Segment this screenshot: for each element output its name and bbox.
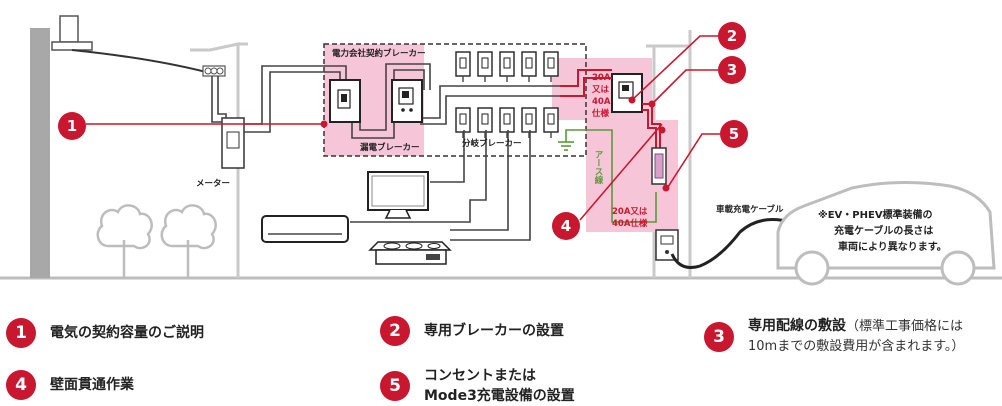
air-conditioner <box>261 215 349 243</box>
wiring-diagram: メーター 電力会社契約ブレーカー 漏電ブレーカー 分岐ブレーカー アース線 車載… <box>0 15 1002 286</box>
amp-lower-line-1: 20A又は <box>612 207 648 217</box>
branch-breaker-switch-10 <box>547 113 555 125</box>
legend-badge-3: 3 <box>704 321 734 352</box>
meter <box>221 117 245 169</box>
car-note-line-1: ※EV・PHEV標準装備の <box>818 208 933 221</box>
legend-badge-5: 5 <box>380 371 410 401</box>
ground-wire <box>558 129 657 223</box>
svg-text:3: 3 <box>727 61 737 79</box>
svg-text:2: 2 <box>727 27 737 45</box>
svg-text:5: 5 <box>729 125 739 143</box>
legend-text-3-main: 専用配線の敷設 <box>748 318 846 334</box>
branch-breaker-switch-6 <box>459 113 467 125</box>
branch-breaker-label: 分岐ブレーカー <box>462 138 522 149</box>
utility-pole <box>30 15 93 278</box>
tree-left <box>96 204 153 278</box>
leakage-breaker-label: 漏電ブレーカー <box>360 142 420 153</box>
marker-3: 3 <box>718 56 746 84</box>
branch-breaker-switch-3 <box>503 57 511 69</box>
branch-breaker-switch-1 <box>459 57 467 69</box>
amp-upper-line-1: 20A <box>592 73 611 83</box>
leakage-breaker <box>391 79 423 123</box>
marker-1: 1 <box>58 112 86 140</box>
branch-breaker-switch-4 <box>525 57 533 69</box>
legend-badge-4: 4 <box>6 370 36 400</box>
appliance-wiring <box>350 130 531 241</box>
branch-breakers <box>455 51 559 138</box>
ground-wire-label: アース線 <box>593 150 603 185</box>
meter-label: メーター <box>196 178 230 189</box>
distribution-board-outline <box>323 43 587 157</box>
car-note-line-3: 車両により異なります。 <box>838 240 947 253</box>
charging-cable <box>670 218 791 269</box>
marker-4: 4 <box>552 212 580 240</box>
ih-cooktop <box>368 241 452 265</box>
amp-upper-line-3: 40A <box>592 97 611 107</box>
amp-spec-upper: 20A 又は 40A 仕様 <box>591 73 611 119</box>
amp-lower-line-2: 40A仕様 <box>612 218 648 229</box>
legend-text-5: コンセントまたは Mode3充電設備の設置 <box>424 366 575 406</box>
legend-note-3-line-1: （標準工事価格には <box>846 319 964 334</box>
ev-outlet <box>655 229 679 261</box>
wall-penetration <box>651 147 667 185</box>
legend-text-1: 電気の契約容量のご説明 <box>50 325 204 341</box>
branch-breaker-switch-5 <box>547 57 555 69</box>
contract-breaker-label: 電力会社契約ブレーカー <box>332 48 426 59</box>
service-drop-wire <box>71 49 207 73</box>
legend-badge-1: 1 <box>6 318 36 348</box>
legend-item-1: 1 電気の契約容量のご説明 <box>6 318 204 348</box>
electric-vehicle <box>776 180 996 286</box>
legend-item-4: 4 壁面貫通作業 <box>6 370 134 400</box>
legend-badge-2: 2 <box>380 316 410 346</box>
marker-2: 2 <box>718 22 746 50</box>
onboard-cable-label: 車載充電ケーブル <box>716 204 784 215</box>
contract-breaker <box>329 79 361 123</box>
legend-item-5: 5 コンセントまたは Mode3充電設備の設置 <box>380 366 575 406</box>
legend-text-4: 壁面貫通作業 <box>50 377 134 393</box>
amp-spec-lower: 20A又は 40A仕様 <box>612 207 648 229</box>
legend-text-3: 専用配線の敷設（標準工事価格には 10mまでの敷設費用が含まれます。） <box>748 316 964 357</box>
svg-text:4: 4 <box>561 217 571 235</box>
car-note: ※EV・PHEV標準装備の 充電ケーブルの長さは 車両により異なります。 <box>818 208 947 253</box>
branch-breaker-switch-2 <box>481 57 489 69</box>
marker-5: 5 <box>720 120 748 148</box>
television <box>367 171 429 219</box>
dedicated-breaker <box>611 73 643 113</box>
legend-text-2: 専用ブレーカーの設置 <box>424 323 564 339</box>
branch-breaker-switch-9 <box>525 113 533 125</box>
amp-upper-line-4: 仕様 <box>591 108 610 119</box>
legend-item-2: 2 専用ブレーカーの設置 <box>380 316 564 346</box>
legend-note-3-line-2: 10mまでの敷設費用が含まれます。） <box>748 339 965 354</box>
legend-item-3: 3 専用配線の敷設（標準工事価格には 10mまでの敷設費用が含まれます。） <box>704 316 964 357</box>
car-note-line-2: 充電ケーブルの長さは <box>834 224 933 237</box>
leader-lines <box>86 35 720 221</box>
tree-right <box>160 204 217 278</box>
svg-text:1: 1 <box>67 117 77 135</box>
branch-breaker-switch-8 <box>503 113 511 125</box>
leader-dots <box>320 96 670 192</box>
legend-text-5-line-1: コンセントまたは <box>424 368 536 384</box>
amp-upper-line-2: 又は <box>591 85 610 95</box>
branch-breaker-switch-7 <box>481 113 489 125</box>
insulator <box>202 65 226 77</box>
legend-text-5-line-2: Mode3充電設備の設置 <box>424 388 575 404</box>
